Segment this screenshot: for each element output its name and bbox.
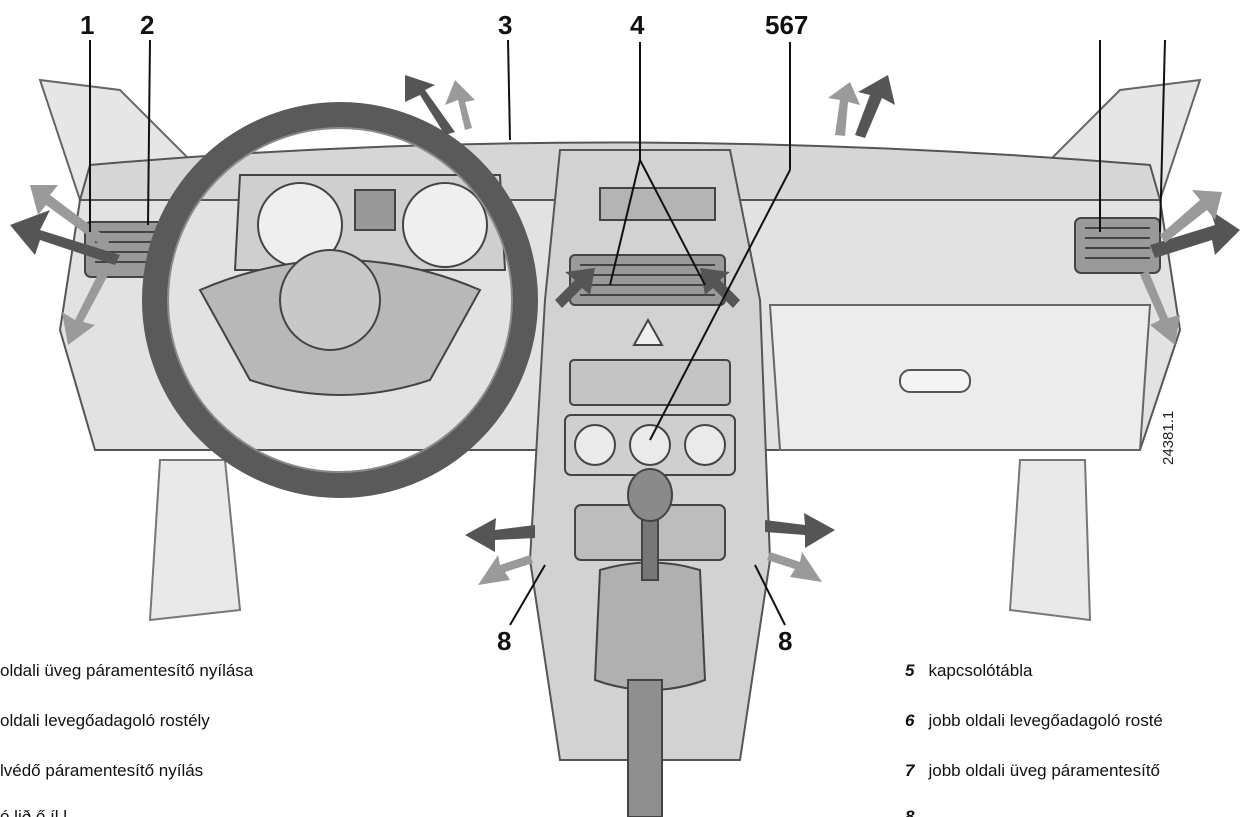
legend-item-5-text: kapcsolótábla [928,661,1033,680]
legend-item-7: 7 jobb oldali üveg páramentesítő [905,762,1160,779]
legend-item-4-text: ó lið ő íl l [0,807,68,817]
right-side-vent [1074,217,1161,274]
legend-item-8: 8 [905,808,928,817]
cluster-display [354,189,396,231]
legend-item-5: 5 kapcsolótábla [905,662,1032,679]
speedometer [402,182,488,268]
distribution-knob [629,424,671,466]
legend-item-7-text: jobb oldali üveg páramentesítő [928,761,1161,780]
legend-item-6-text: jobb oldali levegőadagoló rosté [928,711,1163,730]
gear-boot [593,561,707,691]
figure-reference-code: 24381.1 [1160,410,1177,465]
legend-item-1: oldali üveg páramentesítő nyílása [0,662,253,679]
legend-right: 5 kapcsolótábla 6 jobb oldali levegőadagol… [880,650,1240,817]
steering-wheel [142,102,538,498]
legend-item-3-text: lvédő páramentesítő nyílás [0,761,204,780]
legend-item-1-text: oldali üveg páramentesítő nyílása [0,661,254,680]
glovebox-handle [899,369,971,393]
callout-2: 2 [140,10,155,40]
gear-knob [627,468,673,522]
legend-item-3: lvédő páramentesítő nyílás [0,762,203,779]
callout-8-right: 8 [778,626,793,656]
radio-unit [569,359,731,406]
legend-item-2: oldali levegőadagoló rostély [0,712,210,729]
callout-8-left: 8 [497,626,512,656]
hazard-button [632,317,664,346]
legend-item-2-text: oldali levegőadagoló rostély [0,711,210,730]
handbrake [627,679,663,817]
legend-item-4: ó lið ő íl l [0,808,67,817]
center-vents [569,254,726,306]
fan-knob [574,424,616,466]
right-door-post [1008,459,1092,622]
callout-3: 3 [498,10,513,40]
temperature-knob [684,424,726,466]
legend-item-6-number: 6 [905,711,915,730]
airbag-cover [279,249,381,351]
left-door-post [148,459,242,622]
airflow-arrows [10,75,1240,585]
callout-leader-lines [89,39,1166,626]
legend-item-5-number: 5 [905,661,915,680]
steering-wheel-inner-edge [167,127,513,473]
callout-567: 567 [765,10,809,40]
legend-item-8-number: 8 [905,807,915,817]
callout-4: 4 [630,10,645,40]
legend-left: oldali üveg páramentesítő nyílása oldali… [0,650,560,817]
legend-item-7-number: 7 [905,761,915,780]
legend-item-6: 6 jobb oldali levegőadagoló rosté [905,712,1163,729]
callout-1: 1 [80,10,95,40]
